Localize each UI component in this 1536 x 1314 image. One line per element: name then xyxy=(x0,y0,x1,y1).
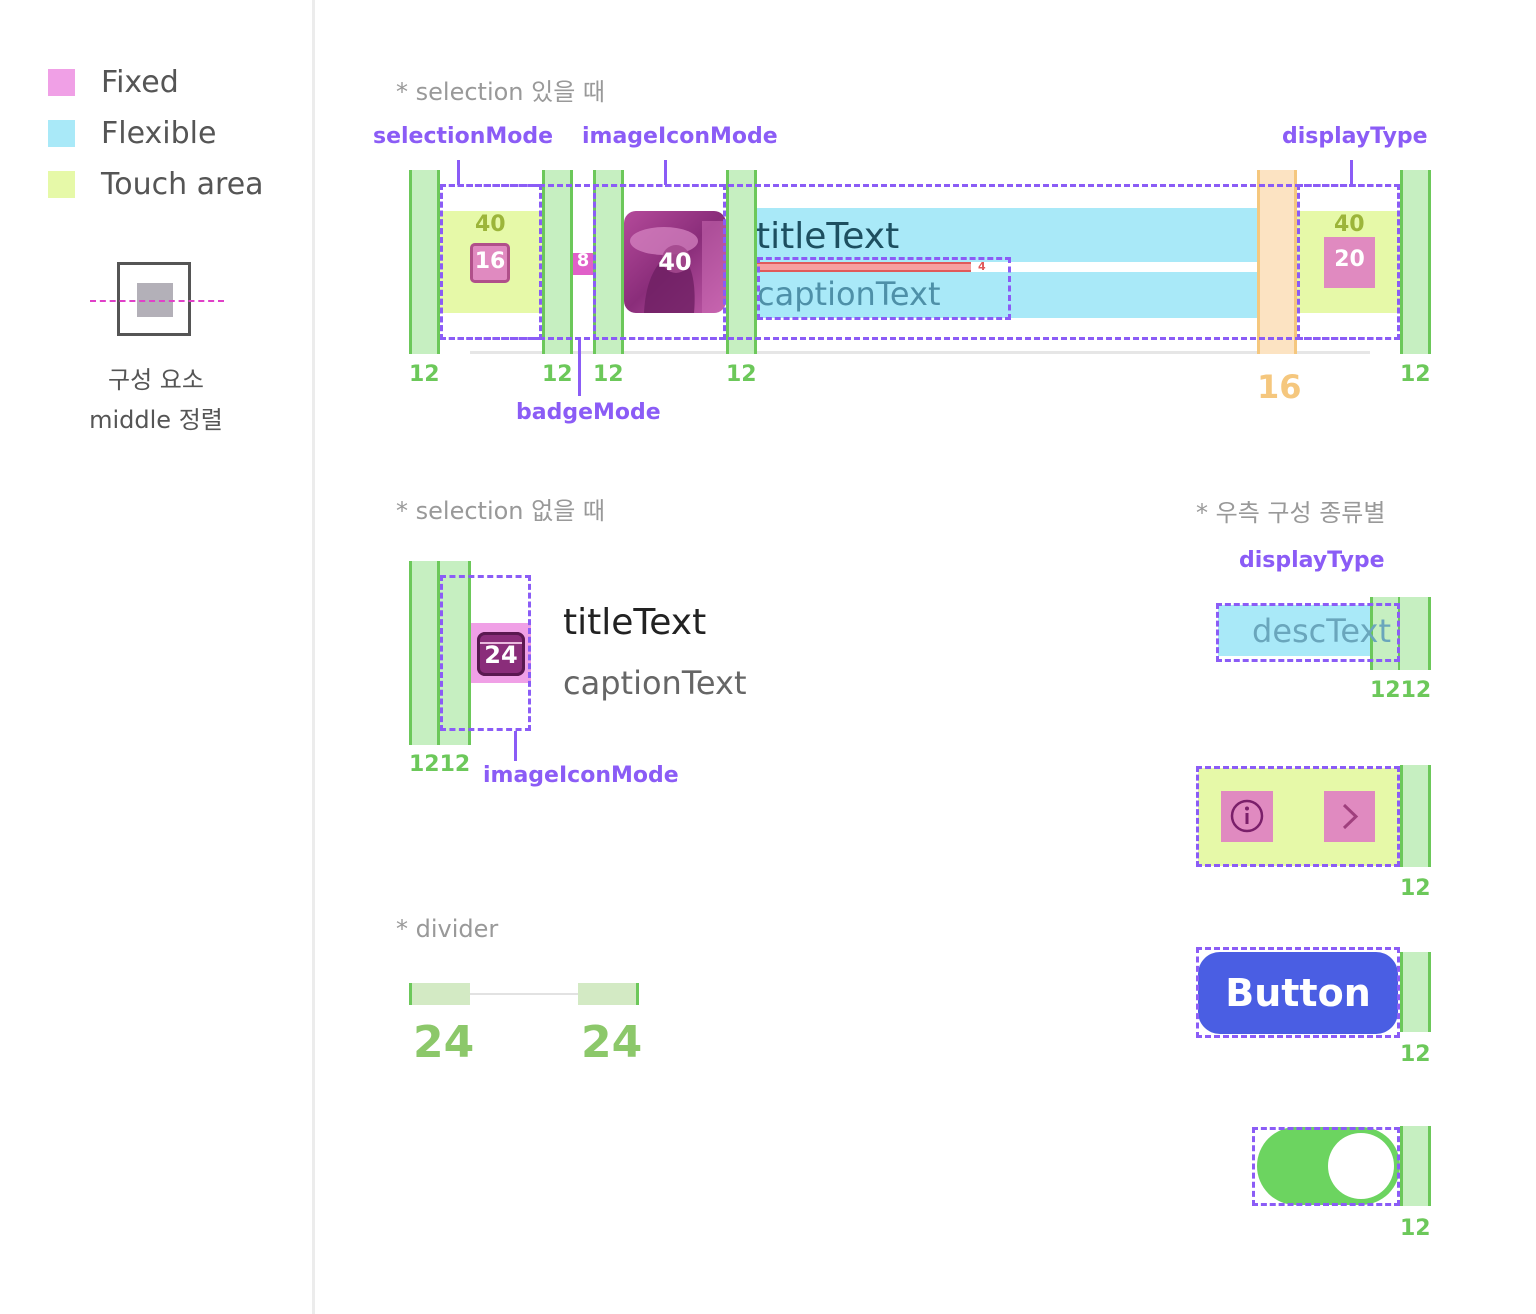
image-icon-mode-outline xyxy=(593,184,726,340)
desc-text: descText xyxy=(1252,612,1391,650)
icon-size-label: 20 xyxy=(1334,247,1365,272)
padding-label: 12 xyxy=(726,362,757,387)
padding-label: 12 xyxy=(542,362,573,387)
padding-bar xyxy=(1400,765,1431,867)
gap-size-label: 4 xyxy=(978,260,986,273)
anno-image-icon-mode: imageIconMode xyxy=(483,763,679,788)
icon-size-label: 16 xyxy=(474,249,506,274)
middle-align-icon xyxy=(90,262,224,342)
badge-size-label: 8 xyxy=(576,250,590,271)
anno-display-type: displayType xyxy=(1239,548,1385,573)
padding-bar xyxy=(1400,170,1431,354)
divider-line xyxy=(470,993,578,995)
anno-badge-mode: badgeMode xyxy=(516,400,661,425)
touch-area-swatch xyxy=(48,170,75,198)
display-type-outline xyxy=(1297,184,1400,340)
connector xyxy=(1350,160,1353,185)
divider-inset-label: 24 xyxy=(413,1017,475,1068)
row-divider xyxy=(470,351,1370,354)
display-type-outline xyxy=(1216,603,1400,662)
section-title-right-types: * 우측 구성 종류별 xyxy=(1196,499,1386,527)
legend-label: Touch area xyxy=(101,166,264,202)
connector xyxy=(664,160,667,185)
info-icon[interactable] xyxy=(1221,791,1273,842)
connector xyxy=(457,160,460,185)
legend-label: Flexible xyxy=(101,115,217,151)
primary-button[interactable]: Button xyxy=(1198,952,1398,1034)
legend-fixed: Fixed xyxy=(48,64,179,100)
connector xyxy=(578,340,581,396)
padding-bar xyxy=(409,170,440,354)
padding-bar xyxy=(593,170,624,354)
title-text: titleText xyxy=(563,602,707,643)
fixed-swatch xyxy=(48,68,75,96)
legend-sidebar: Fixed Flexible Touch area 구성 요소 middle 정… xyxy=(0,0,315,1314)
padding-label: 12 xyxy=(409,362,440,387)
image-icon-mode-outline xyxy=(440,575,531,731)
padding-label: 1212 xyxy=(1370,678,1432,703)
caption-outline xyxy=(757,257,1011,320)
middle-caption-line1: 구성 요소 xyxy=(108,366,204,394)
padding-bar xyxy=(1400,1126,1431,1206)
padding-label-16: 16 xyxy=(1257,368,1302,406)
desc-flex-area xyxy=(1218,605,1370,656)
legend-label: Fixed xyxy=(101,64,179,100)
padding-bar xyxy=(726,170,757,354)
flexible-swatch xyxy=(48,119,75,147)
padding-bar xyxy=(1400,597,1431,670)
padding-bar xyxy=(409,561,440,745)
title-flex-area xyxy=(757,208,1257,262)
padding-label: 1212 xyxy=(409,752,471,777)
display-type-outline xyxy=(1252,1127,1400,1206)
section-title-selection: * selection 있을 때 xyxy=(396,78,605,106)
padding-bar xyxy=(542,170,573,354)
anno-selection-mode: selectionMode xyxy=(373,124,554,149)
touch-size-label: 40 xyxy=(475,212,506,237)
divider-inset-left xyxy=(409,983,470,1005)
caption-text: captionText xyxy=(757,275,941,313)
section-title-no-selection: * selection 없을 때 xyxy=(396,497,605,525)
caption-flex-area xyxy=(757,272,1257,318)
middle-align-caption: 구성 요소 middle 정렬 xyxy=(0,360,312,440)
chevron-right-icon[interactable] xyxy=(1324,791,1375,842)
padding-label: 12 xyxy=(593,362,624,387)
toggle-switch[interactable] xyxy=(1257,1127,1400,1205)
padding-label: 12 xyxy=(1400,362,1431,387)
image-thumbnail xyxy=(624,211,726,313)
legend-touch-area: Touch area xyxy=(48,166,264,202)
padding-bar xyxy=(440,561,471,745)
selection-mode-outline xyxy=(440,184,542,340)
padding-label: 12 xyxy=(1400,1216,1431,1241)
toggle-knob xyxy=(1328,1133,1394,1199)
gap-marker xyxy=(757,262,971,272)
display-type-outline xyxy=(1196,947,1400,1038)
divider-inset-right xyxy=(578,983,639,1005)
caption-text: captionText xyxy=(563,664,747,702)
image-size-label: 40 xyxy=(658,248,692,276)
padding-label: 12 xyxy=(1400,1042,1431,1067)
chevron-right-icon[interactable] xyxy=(1324,237,1375,288)
anno-image-icon-mode: imageIconMode xyxy=(582,124,778,149)
padding-bar xyxy=(1400,952,1431,1032)
legend-flexible: Flexible xyxy=(48,115,217,151)
section-title-divider: * divider xyxy=(396,915,499,943)
divider-inset-label: 24 xyxy=(581,1017,643,1068)
connector xyxy=(514,731,517,761)
icon-size-label: 24 xyxy=(484,641,518,669)
touch-size-label: 40 xyxy=(1334,212,1365,237)
padding-label: 12 xyxy=(1400,876,1431,901)
display-type-outline xyxy=(1196,766,1400,867)
anno-display-type: displayType xyxy=(1282,124,1428,149)
badge-dot xyxy=(573,253,593,275)
padding-bar-16 xyxy=(1257,170,1297,354)
title-text: titleText xyxy=(756,216,900,257)
checkbox-icon[interactable] xyxy=(470,243,510,283)
middle-caption-line2: middle 정렬 xyxy=(89,406,223,434)
calendar-icon xyxy=(477,632,525,676)
